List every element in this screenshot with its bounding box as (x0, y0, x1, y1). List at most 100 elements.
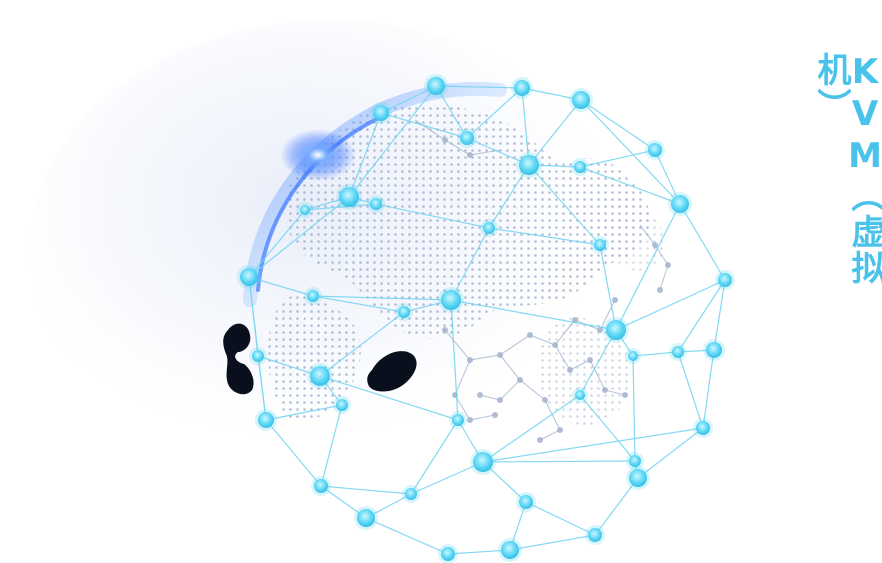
network-edge (579, 149, 656, 168)
network-edge (320, 485, 412, 495)
product-label-text: KVM（虚拟机） (811, 52, 882, 286)
network-edge (435, 85, 468, 139)
network-edge (632, 355, 636, 462)
network-edge (380, 85, 437, 114)
network-edge (637, 427, 704, 479)
network-edge (579, 166, 681, 205)
network-node (718, 273, 732, 287)
network-edge (580, 99, 681, 205)
network-node (706, 342, 722, 358)
network-edge (248, 276, 314, 297)
network-node (473, 452, 493, 472)
network-node (575, 390, 585, 400)
network-node (300, 205, 310, 215)
network-edge (319, 375, 459, 421)
network-edge (702, 349, 715, 429)
network-node (310, 366, 330, 386)
network-edge (488, 227, 601, 246)
product-label: KVM（虚拟机） (811, 52, 882, 312)
network-edge (450, 299, 617, 331)
network-edge (713, 279, 726, 351)
network-edge (509, 534, 596, 551)
network-node (452, 414, 464, 426)
network-edge (677, 279, 726, 353)
network-node (696, 421, 710, 435)
network-node (370, 198, 382, 210)
network-edge (482, 394, 581, 463)
network-node (514, 80, 530, 96)
network-node (357, 509, 375, 527)
network-edge (348, 85, 437, 198)
network-edge (447, 549, 511, 555)
network-edge (679, 203, 726, 281)
network-edge (579, 329, 617, 396)
network-node (606, 320, 626, 340)
network-edge (615, 279, 726, 331)
network-node (258, 412, 274, 428)
network-node (483, 222, 495, 234)
network-edge (348, 112, 382, 198)
network-node (405, 488, 417, 500)
network-node (519, 155, 539, 175)
network-edge (312, 295, 452, 301)
network-node (629, 469, 647, 487)
network-node (339, 187, 359, 207)
network-node (441, 290, 461, 310)
network-node (629, 455, 641, 467)
network-edge (482, 460, 636, 463)
network-node (252, 350, 264, 362)
network-node (427, 77, 445, 95)
network-edge (319, 311, 405, 377)
network-edge (594, 477, 639, 536)
network-edge (528, 99, 582, 166)
network-node (501, 541, 519, 559)
network-node (672, 346, 684, 358)
network-edge (579, 394, 636, 462)
network-node (588, 528, 602, 542)
network-node (628, 351, 638, 361)
network-node (398, 306, 410, 318)
network-edge (654, 149, 681, 205)
network-node (373, 105, 389, 121)
network-edge (528, 164, 601, 246)
network-edge (410, 419, 459, 495)
network-edge (677, 351, 704, 429)
network-edge (265, 404, 343, 421)
network-node (240, 268, 258, 286)
network-edge (525, 501, 596, 536)
network-node (519, 495, 533, 509)
network-edge (304, 203, 377, 211)
network-edge (435, 85, 523, 89)
network-edge (320, 404, 343, 487)
network-edge (488, 164, 530, 229)
network-edge (466, 137, 530, 166)
network-edge (450, 227, 490, 301)
network-node (307, 290, 319, 302)
network-edge (521, 87, 530, 166)
network-edge (599, 244, 617, 331)
network-edge (248, 196, 350, 278)
network-node (671, 195, 689, 213)
network-edge (450, 299, 459, 421)
network-node (460, 131, 474, 145)
network-edge (580, 99, 656, 151)
network-edge (320, 485, 367, 519)
network-node (594, 239, 606, 251)
network-edge (365, 517, 449, 555)
network-edge (312, 295, 405, 313)
network-node (336, 399, 348, 411)
network-edge (466, 87, 523, 139)
network-node (441, 547, 455, 561)
network-edge (257, 355, 321, 377)
network-edge (632, 351, 679, 357)
network-edge (482, 427, 704, 463)
network-node (648, 143, 662, 157)
network-edge (410, 461, 484, 495)
network-edge (615, 203, 681, 331)
network-edge (248, 209, 306, 278)
network-node (574, 161, 586, 173)
network-edge (380, 112, 468, 139)
network-edge (265, 419, 322, 487)
